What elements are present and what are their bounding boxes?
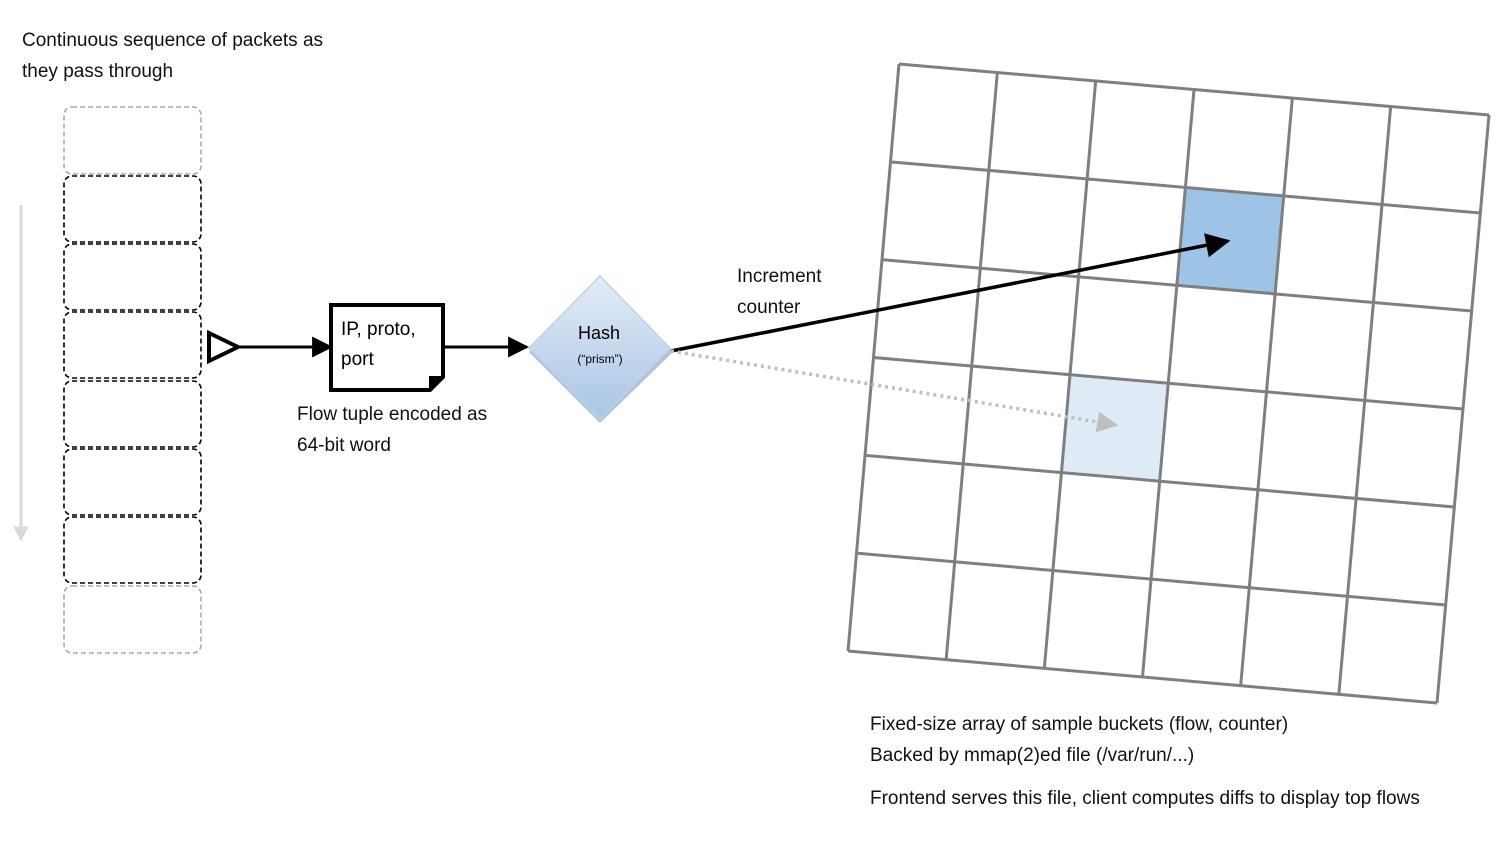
grid-col-line xyxy=(1141,89,1196,678)
increment-label: Increment counter xyxy=(737,261,821,323)
grid-col-line xyxy=(846,63,901,652)
packet-slot xyxy=(63,243,202,311)
packet-stack xyxy=(63,106,202,654)
increment-label-line2: counter xyxy=(737,297,801,318)
grid-col-line xyxy=(1042,80,1098,669)
grid-col-line xyxy=(1337,106,1393,695)
tuple-caption-line1: Flow tuple encoded as xyxy=(297,404,488,425)
bucket-array-grid xyxy=(846,62,1491,705)
packet-slot xyxy=(63,380,202,448)
increment-arrow xyxy=(670,233,1231,353)
alternate-bucket xyxy=(1061,374,1169,482)
packet-slot-faded-bottom xyxy=(63,585,202,654)
tuple-label-line2: port xyxy=(341,349,374,370)
tap-triangle-icon xyxy=(207,329,243,365)
packet-slot-faded-top xyxy=(63,106,202,175)
tuple-label-line1: IP, proto, xyxy=(341,319,416,340)
hash-title: Hash xyxy=(578,323,620,343)
hash-subtitle: (“prism”) xyxy=(577,352,622,366)
hash-diamond xyxy=(527,274,673,423)
tuple-caption-line2: 64-bit word xyxy=(297,435,391,456)
alternate-bucket-arrow xyxy=(670,349,1119,433)
packets-title: Continuous sequence of packets as they p… xyxy=(22,25,323,87)
packet-slot xyxy=(63,448,202,516)
packets-title-line1: Continuous sequence of packets as xyxy=(22,30,324,51)
packet-slot xyxy=(63,311,202,379)
tuple-document-fold xyxy=(429,376,443,390)
array-caption-line1: Fixed-size array of sample buckets (flow… xyxy=(870,714,1289,735)
array-caption: Fixed-size array of sample buckets (flow… xyxy=(870,709,1288,771)
grid-col-line xyxy=(1239,97,1294,686)
tuple-document-icon xyxy=(329,303,445,392)
increment-label-line1: Increment xyxy=(737,266,822,287)
tuple-caption: Flow tuple encoded as 64-bit word xyxy=(297,399,487,461)
frontend-caption: Frontend serves this file, client comput… xyxy=(870,788,1420,809)
array-caption-line2: Backed by mmap(2)ed file (/var/run/...) xyxy=(870,745,1195,766)
grid-col-line xyxy=(944,72,999,660)
packet-slot xyxy=(63,516,202,584)
packet-slot xyxy=(63,175,202,243)
highlighted-bucket xyxy=(1176,187,1284,294)
packets-title-line2: they pass through xyxy=(22,61,174,82)
grid-col-line xyxy=(1435,114,1491,704)
